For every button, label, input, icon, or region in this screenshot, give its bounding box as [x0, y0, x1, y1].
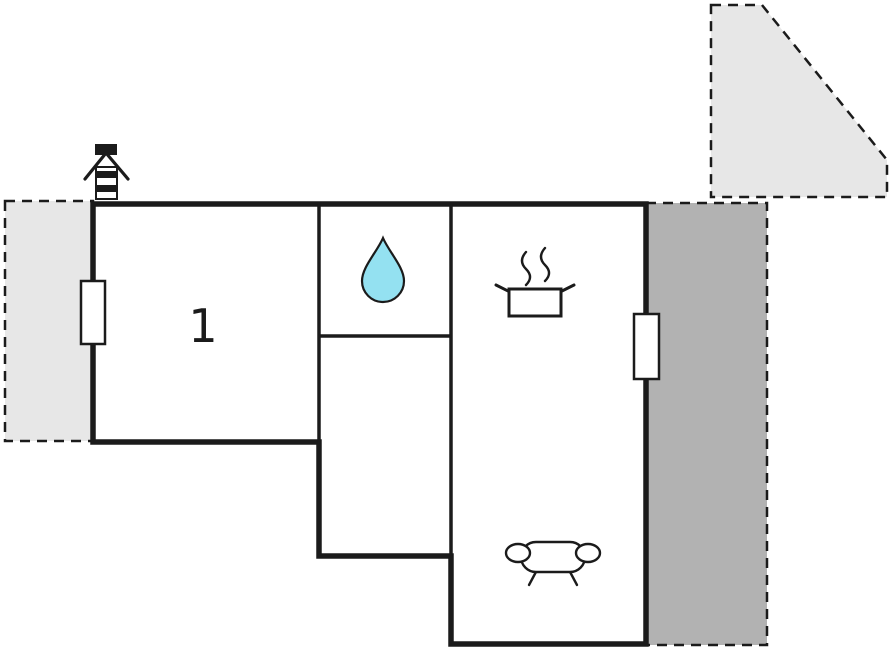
well-cap [95, 144, 117, 155]
well-icon [83, 144, 130, 200]
well-stripe [96, 185, 117, 192]
sofa-arm-right [574, 542, 602, 564]
outside-area-left [3, 199, 95, 443]
well-roof [83, 150, 130, 181]
window-right-icon [632, 312, 661, 381]
sofa-icon [504, 540, 602, 587]
sofa-body [519, 540, 587, 574]
window-left-icon [79, 279, 107, 346]
steam-line [520, 250, 532, 287]
sofa-arm-left [504, 542, 532, 564]
water-drop-icon [360, 235, 406, 304]
steam-line [539, 246, 551, 283]
room-label: 1 [188, 299, 217, 353]
well-stripe [96, 171, 117, 178]
stove-icon [494, 246, 576, 318]
plot-area-top-right [709, 3, 889, 199]
pot-body [507, 287, 563, 318]
terrace-area [644, 201, 769, 647]
